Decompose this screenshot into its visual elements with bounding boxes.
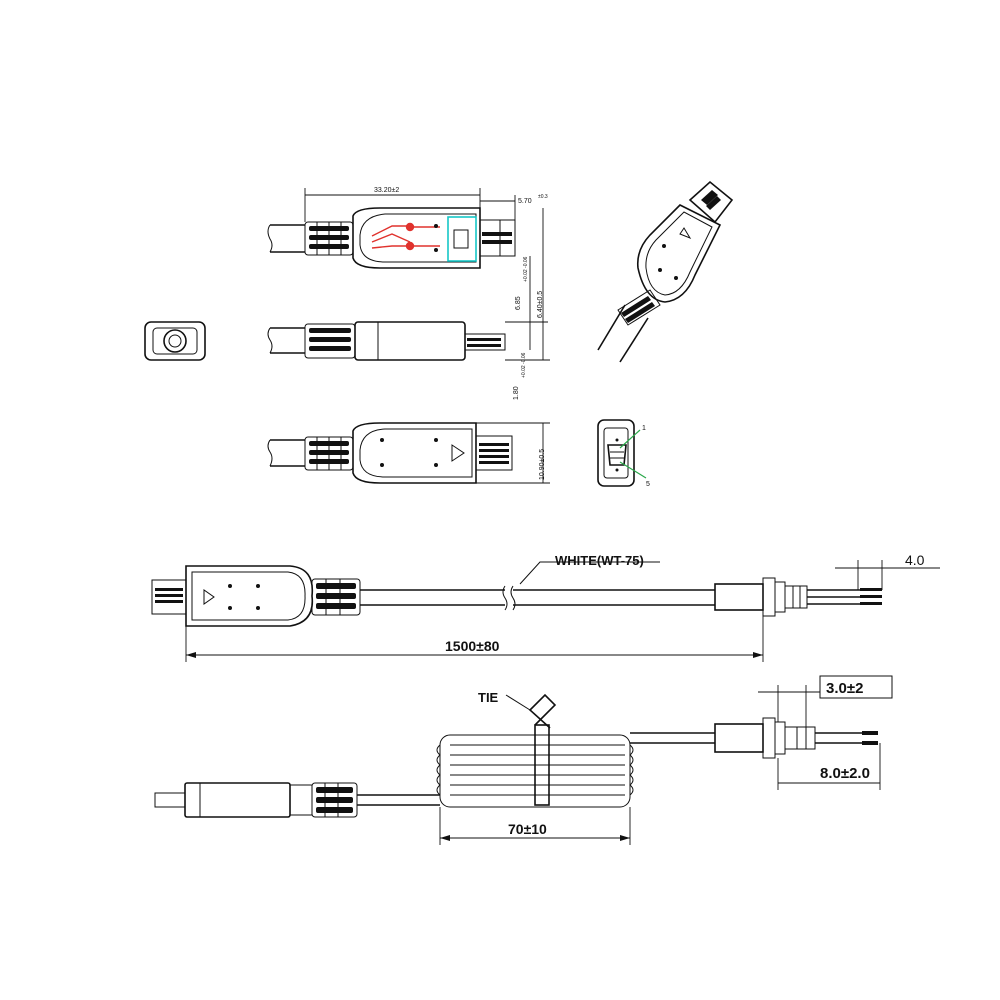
dim-strip-length-2: 3.0±2 <box>826 680 863 697</box>
dim-plug-height-tol: +0.02 -0.06 <box>523 256 529 282</box>
dim-plug-tip-length: 5.70 <box>518 198 532 205</box>
top-view-connector: 33.20±2 5.70 ±0.3 <box>267 187 548 269</box>
dim-plug-thickness: 1.80 <box>513 386 520 400</box>
dim-body-width: 10.90±0.5 <box>539 449 546 480</box>
pin-label-5: 5 <box>646 481 650 488</box>
coiled-cable-view: TIE 3.0±2 8.0±2.0 70±10 <box>154 675 893 845</box>
dim-strip-length: 4.0 <box>905 552 925 568</box>
internal-wiring <box>371 222 440 251</box>
strain-relief-ribs-side <box>304 323 356 359</box>
cable-color-label: WHITE(WT-75) <box>555 553 644 568</box>
tie-label: TIE <box>478 690 499 705</box>
dim-overall-length: 33.20±2 <box>374 187 399 194</box>
dim-plug-height: 6.85 <box>515 296 522 310</box>
pcb-highlight <box>447 216 477 262</box>
iso-strain-relief <box>617 289 661 326</box>
micro-usb-face-view: 1 5 <box>597 419 650 488</box>
full-cable-view: WHITE(WT-75) 4.0 1500±80 <box>151 552 940 662</box>
dim-plug-tip-tol: ±0.3 <box>538 194 548 200</box>
triangle-direction-icon <box>451 444 465 462</box>
cable-tie <box>528 693 557 806</box>
cable-coil <box>436 732 715 808</box>
isometric-view-connector <box>597 180 734 363</box>
strain-relief-ribs <box>304 221 354 256</box>
bottom-view-connector: 10.90±0.5 <box>267 422 550 484</box>
dim-cable-length: 1500±80 <box>445 638 500 654</box>
pin-label-1: 1 <box>642 425 646 432</box>
dim-plug-thickness-tol: +0.02 -0.06 <box>521 352 527 378</box>
cable-end-view <box>144 321 206 361</box>
dim-body-height: 6.40±0.5 <box>537 291 544 318</box>
side-view-connector: 6.85 +0.02 -0.06 6.40±0.5 1.80 +0.02 -0.… <box>267 208 550 400</box>
dim-coil-width: 70±10 <box>508 821 547 837</box>
dim-jacket-strip: 8.0±2.0 <box>820 765 870 782</box>
strain-relief-ribs-bottom <box>304 436 354 471</box>
